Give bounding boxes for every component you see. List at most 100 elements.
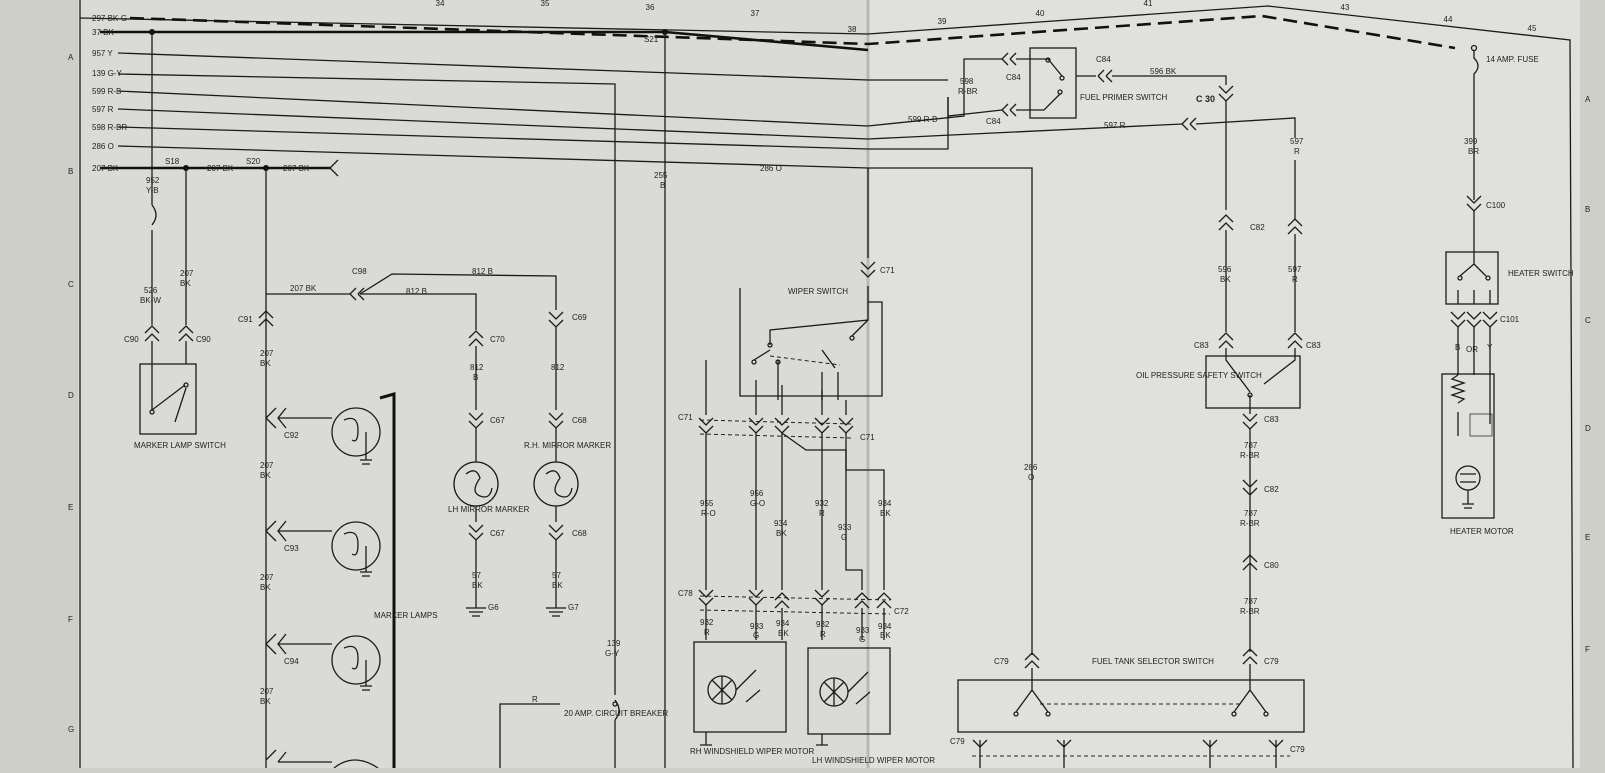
svg-text:955: 955 xyxy=(700,499,714,508)
svg-text:BK: BK xyxy=(776,529,787,538)
svg-text:C92: C92 xyxy=(284,431,299,440)
svg-text:932: 932 xyxy=(815,499,829,508)
svg-text:526: 526 xyxy=(144,286,158,295)
bus-label-297: 297 BK-G xyxy=(92,14,127,23)
fuel-primer-group: C84 C84 598 R-BR 599 R-B C84 596 BK FUEL… xyxy=(908,47,1296,138)
svg-text:LH MIRROR MARKER: LH MIRROR MARKER xyxy=(448,505,530,514)
svg-text:57: 57 xyxy=(472,571,481,580)
bus-label-37: 37 BK xyxy=(92,28,114,37)
svg-text:139: 139 xyxy=(607,639,621,648)
svg-text:934: 934 xyxy=(776,619,790,628)
svg-text:R: R xyxy=(819,509,825,518)
bus-label-597: 597 R xyxy=(92,105,114,114)
svg-text:BK: BK xyxy=(778,629,789,638)
svg-text:C90: C90 xyxy=(124,335,139,344)
svg-text:BK: BK xyxy=(260,583,271,592)
svg-text:812 B: 812 B xyxy=(472,267,493,276)
svg-text:R: R xyxy=(704,628,710,637)
svg-text:BK: BK xyxy=(260,471,271,480)
svg-text:G-O: G-O xyxy=(750,499,765,508)
svg-text:C79: C79 xyxy=(994,657,1009,666)
svg-text:R-O: R-O xyxy=(701,509,716,518)
svg-text:C84: C84 xyxy=(986,117,1001,126)
svg-text:C100: C100 xyxy=(1486,201,1506,210)
svg-text:C83: C83 xyxy=(1264,415,1279,424)
row-a-right: A xyxy=(1585,95,1591,104)
row-b-right: B xyxy=(1585,205,1590,214)
svg-text:R: R xyxy=(1292,275,1298,284)
row-c-right: C xyxy=(1585,316,1591,325)
bus-label-286: 286 O xyxy=(92,142,114,151)
svg-text:934: 934 xyxy=(878,622,892,631)
wire-label-207bk-a: 207 BK xyxy=(207,164,234,173)
svg-text:C79: C79 xyxy=(1264,657,1279,666)
row-d: D xyxy=(68,391,74,400)
svg-text:R-BR: R-BR xyxy=(1240,519,1260,528)
svg-text:C94: C94 xyxy=(284,657,299,666)
col-34: 34 xyxy=(436,0,445,8)
row-b: B xyxy=(68,167,73,176)
svg-text:Y: Y xyxy=(1487,343,1493,352)
svg-text:BK: BK xyxy=(880,509,891,518)
svg-text:R: R xyxy=(820,630,826,639)
splice-s21: S21 xyxy=(644,35,659,44)
svg-text:399: 399 xyxy=(1464,137,1478,146)
fuel-primer-switch-label: FUEL PRIMER SWITCH xyxy=(1080,93,1167,102)
heater-switch-label: HEATER SWITCH xyxy=(1508,269,1574,278)
row-e-right: E xyxy=(1585,533,1590,542)
breaker-label: 20 AMP. CIRCUIT BREAKER xyxy=(564,709,668,718)
marker-lamp-switch-group: 952 Y-B 526 BK-W 207 BK C90 C90 MARKER L… xyxy=(124,32,226,450)
fuse-label: 14 AMP. FUSE xyxy=(1486,55,1539,64)
svg-text:C91: C91 xyxy=(238,315,253,324)
lh-wiper-motor-box xyxy=(807,647,891,735)
column-labels: 34 35 36 37 38 39 40 41 43 44 45 xyxy=(436,0,1537,34)
svg-text:C83: C83 xyxy=(1194,341,1209,350)
svg-text:C72: C72 xyxy=(894,607,909,616)
svg-text:C78: C78 xyxy=(678,589,693,598)
fuel-tank-switch-box xyxy=(957,679,1305,733)
svg-text:286 O: 286 O xyxy=(760,164,782,173)
col-38: 38 xyxy=(848,25,857,34)
svg-text:596: 596 xyxy=(1218,265,1232,274)
svg-text:933: 933 xyxy=(750,622,764,631)
col-44: 44 xyxy=(1444,15,1453,24)
svg-text:C68: C68 xyxy=(572,416,587,425)
svg-text:C90: C90 xyxy=(196,335,211,344)
row-f: F xyxy=(68,615,73,624)
row-d-right: D xyxy=(1585,424,1591,433)
svg-text:C67: C67 xyxy=(490,416,505,425)
heater-motor-box xyxy=(1441,373,1495,519)
svg-text:934: 934 xyxy=(774,519,788,528)
svg-text:C101: C101 xyxy=(1500,315,1520,324)
svg-text:R: R xyxy=(532,695,538,704)
svg-text:255: 255 xyxy=(654,171,668,180)
mirror-markers-group: C70 812 B C67 LH MIRROR MARKER C67 57 BK… xyxy=(448,311,611,617)
bus-label-957: 957 Y xyxy=(92,49,113,58)
svg-text:812 B: 812 B xyxy=(406,287,427,296)
col-35: 35 xyxy=(541,0,550,8)
splice-s20: S20 xyxy=(246,157,261,166)
svg-text:207: 207 xyxy=(260,573,274,582)
col-45: 45 xyxy=(1528,24,1537,33)
svg-text:286: 286 xyxy=(1024,463,1038,472)
lh-wiper-motor-label: LH WINDSHIELD WIPER MOTOR xyxy=(812,756,935,765)
svg-text:C84: C84 xyxy=(1096,55,1111,64)
oil-pressure-switch-box xyxy=(1205,355,1301,409)
svg-text:C71: C71 xyxy=(678,413,693,422)
heater-motor-label: HEATER MOTOR xyxy=(1450,527,1514,536)
svg-text:C82: C82 xyxy=(1264,485,1279,494)
marker-lamp-switch-label: MARKER LAMP SWITCH xyxy=(134,441,226,450)
svg-text:BK: BK xyxy=(260,359,271,368)
wire-label-207bk-b: 207 BK xyxy=(283,164,310,173)
col-36: 36 xyxy=(646,3,655,12)
bus-label-599: 599 R-B xyxy=(92,87,121,96)
svg-text:597: 597 xyxy=(1288,265,1302,274)
svg-text:B: B xyxy=(473,373,478,382)
right-page xyxy=(868,0,1580,768)
fuel-primer-switch-box xyxy=(1029,47,1077,119)
svg-text:934: 934 xyxy=(878,499,892,508)
svg-text:207: 207 xyxy=(180,269,194,278)
splice-s18: S18 xyxy=(165,157,180,166)
